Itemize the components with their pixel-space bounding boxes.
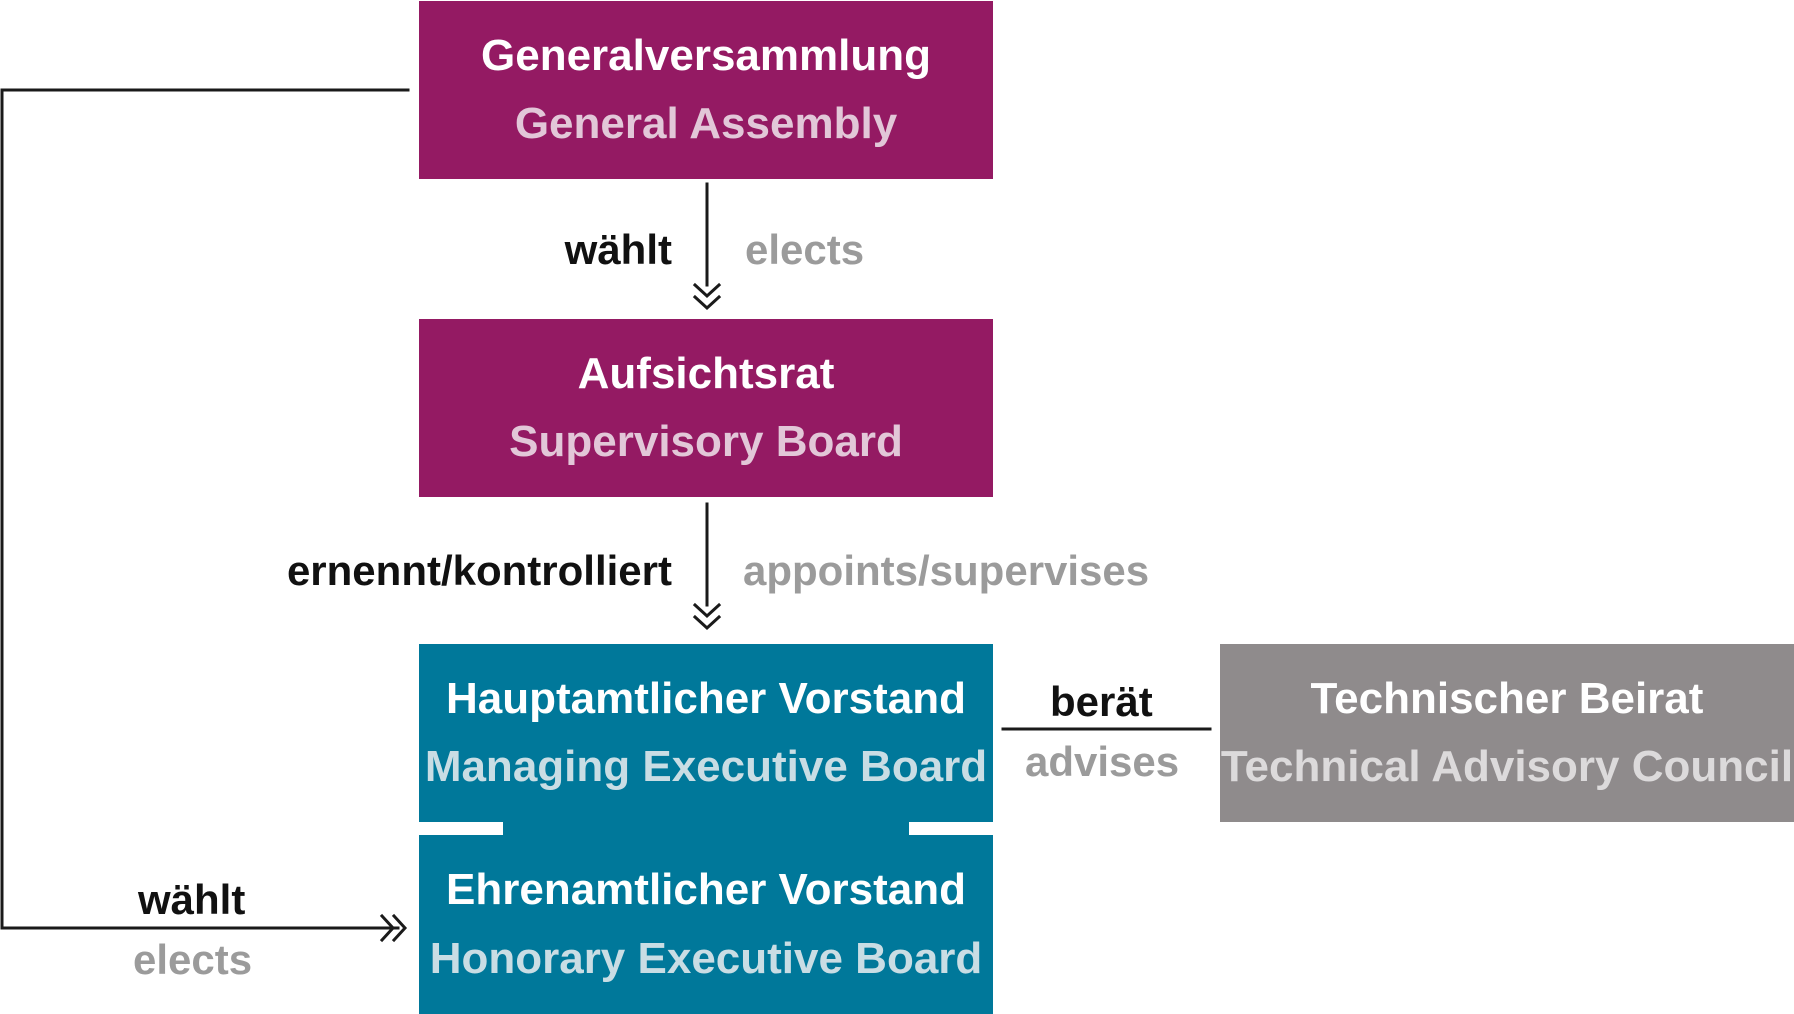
managing-board-box: Hauptamtlicher Vorstand Managing Executi…: [419, 644, 993, 822]
technical-council-title-en: Technical Advisory Council: [1220, 742, 1794, 791]
board-connector: [503, 820, 909, 837]
edge-label-advises-de: berät: [1050, 678, 1153, 725]
honorary-board-title-de: Ehrenamtlicher Vorstand: [446, 865, 966, 915]
technical-council-box: Technischer Beirat Technical Advisory Co…: [1220, 644, 1794, 822]
honorary-board-title-en: Honorary Executive Board: [429, 933, 983, 983]
managing-board-title-de: Hauptamtlicher Vorstand: [446, 673, 966, 723]
honorary-board-box: Ehrenamtlicher Vorstand Honorary Executi…: [419, 835, 993, 1014]
edge-label-elects-left-de: wählt: [138, 876, 246, 923]
general-assembly-title-de: Generalversammlung: [481, 30, 931, 80]
general-assembly-title-en: General Assembly: [514, 99, 898, 148]
edge-label-elects-left-en: elects: [133, 936, 253, 983]
general-assembly-box: Generalversammlung General Assembly: [419, 1, 993, 179]
supervisory-board-box: Aufsichtsrat Supervisory Board: [419, 319, 993, 497]
edge-label-advises-en: advises: [1025, 738, 1180, 785]
supervisory-board-title-de: Aufsichtsrat: [577, 348, 835, 398]
edge-label-elects-top-de: wählt: [564, 226, 672, 273]
edge-label-appoints-de: ernennt/kontrolliert: [286, 547, 672, 594]
supervisory-board-title-en: Supervisory Board: [509, 417, 903, 466]
managing-board-title-en: Managing Executive Board: [424, 742, 988, 791]
technical-council-title-de: Technischer Beirat: [1310, 673, 1704, 723]
edge-label-elects-top-en: elects: [745, 226, 865, 273]
edge-label-appoints-en: appoints/supervises: [743, 547, 1150, 594]
